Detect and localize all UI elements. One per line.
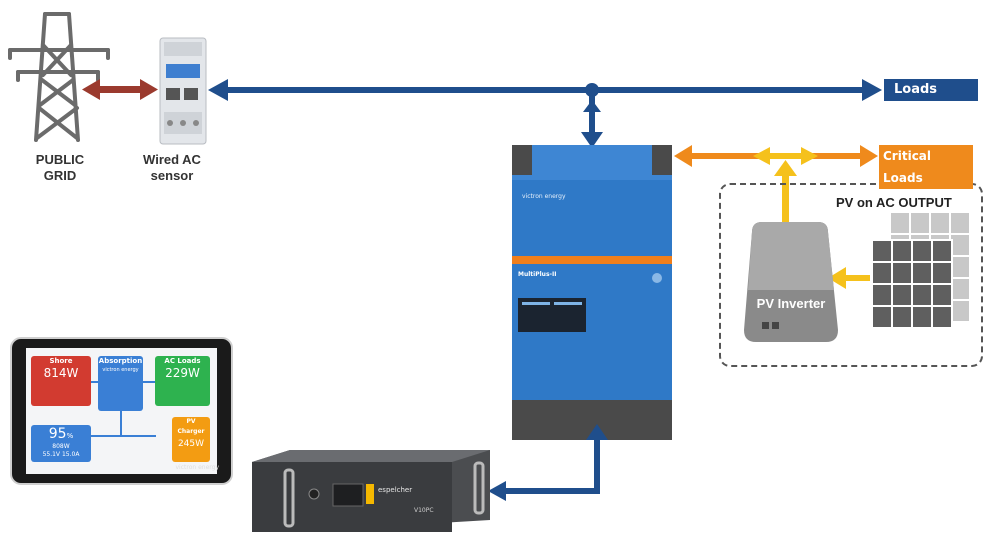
gx-shore-title: Shore bbox=[49, 357, 73, 365]
critical-loads-tag: Critical Loads bbox=[879, 145, 973, 189]
gx-absorption-brand: victron energy bbox=[102, 367, 139, 373]
battery-model: V10PC bbox=[414, 507, 434, 514]
gx-ac-loads-value: 229W bbox=[165, 366, 200, 380]
multiplus-inverter: victron energy MultiPlus-II bbox=[512, 145, 672, 440]
gx-battery-voltage: 55.1V bbox=[42, 451, 61, 458]
pv-inverter-icon bbox=[744, 222, 838, 342]
pv-on-ac-output-label: PV on AC OUTPUT bbox=[836, 195, 952, 210]
multiplus-brand: victron energy bbox=[522, 193, 566, 200]
gx-battery-soc-unit: % bbox=[66, 432, 74, 440]
gx-shore-value: 814W bbox=[43, 366, 79, 380]
lithium-battery: espelcher V10PC bbox=[252, 450, 490, 532]
public-grid-label: PUBLIC GRID bbox=[35, 152, 85, 183]
gx-battery-tile: 95% 808W 55.1V 15.0A bbox=[31, 425, 91, 462]
gx-brand: victron energy bbox=[175, 464, 220, 471]
gx-battery-soc: 95 bbox=[48, 426, 67, 442]
gx-ac-loads-title: AC Loads bbox=[164, 357, 201, 365]
gx-shore-tile: Shore 814W bbox=[31, 356, 91, 406]
pv-inverter-label: PV Inverter bbox=[756, 296, 826, 311]
gx-pv-charger-tile: PV Charger 245W bbox=[172, 417, 210, 462]
ac-bus-line bbox=[208, 79, 882, 148]
pv-ac-output-group bbox=[719, 183, 983, 367]
loads-tag: Loads bbox=[884, 79, 978, 101]
gx-absorption-tile: Absorption victron energy bbox=[98, 356, 143, 411]
gx-battery-current: 15.0A bbox=[61, 451, 80, 458]
wired-ac-sensor-icon bbox=[159, 37, 207, 145]
gx-pv-charger-value: 245W bbox=[177, 439, 205, 449]
multiplus-model: MultiPlus-II bbox=[518, 271, 556, 278]
power-pylon-icon bbox=[8, 12, 110, 142]
gx-battery-power: 808W bbox=[52, 443, 70, 450]
gx-absorption-title: Absorption bbox=[98, 357, 143, 365]
solar-panel-icon bbox=[871, 211, 971, 329]
gx-pv-charger-title: PV Charger bbox=[177, 418, 205, 435]
grid-sensor-arrow bbox=[82, 79, 158, 100]
wired-ac-sensor-label: Wired AC sensor bbox=[143, 152, 201, 183]
pv-ac-arrow bbox=[753, 147, 870, 289]
battery-arrow bbox=[488, 424, 608, 501]
gx-ac-loads-tile: AC Loads 229W bbox=[155, 356, 210, 406]
battery-brand: espelcher bbox=[378, 486, 412, 494]
gx-flow-lines bbox=[91, 381, 156, 437]
